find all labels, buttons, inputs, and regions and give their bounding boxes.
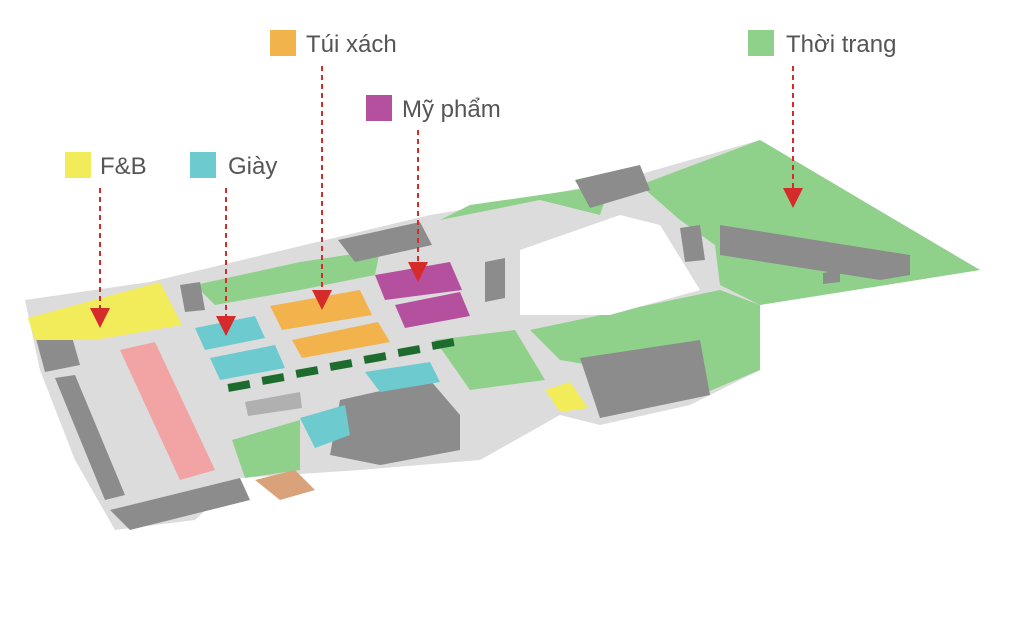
building-8 [35, 330, 80, 372]
legend-swatch-tui-xach [270, 30, 296, 56]
building-3 [720, 225, 910, 280]
zone-fashion-north [440, 185, 610, 220]
zone-shoes-4 [300, 405, 350, 448]
zone-cosmetics-2 [395, 292, 470, 328]
central-atrium [520, 215, 700, 315]
building-4 [680, 225, 705, 262]
building-10 [110, 478, 250, 530]
building-5 [485, 258, 505, 302]
zone-fashion-mid [435, 330, 545, 390]
zone-bags-2 [292, 322, 390, 358]
legend-label-tui-xach: Túi xách [306, 31, 397, 58]
legend-swatch-my-pham [366, 95, 392, 121]
legend-label-thoi-trang: Thời trang [786, 31, 896, 58]
building-12 [245, 392, 302, 416]
building-9 [55, 375, 125, 500]
zone-shoes-3 [365, 362, 440, 392]
walkway-markers [227, 338, 455, 392]
building-1 [338, 222, 432, 262]
building-13 [823, 270, 840, 284]
building-2 [575, 165, 650, 208]
legend-label-giay: Giày [228, 153, 277, 180]
legend-swatch-thoi-trang [748, 30, 774, 56]
building-7 [330, 380, 460, 465]
legend-swatch-giay [190, 152, 216, 178]
restricted-zone [120, 342, 215, 480]
legend-label-fnb: F&B [100, 153, 147, 180]
zone-fnb-small [545, 382, 588, 412]
pointer-arrows [90, 66, 803, 336]
zone-fashion-west [195, 250, 380, 305]
service-zone [255, 470, 315, 500]
zone-bags-1 [270, 290, 372, 330]
zone-shoes-2 [210, 345, 285, 380]
legend-label-my-pham: Mỹ phẩm [402, 96, 501, 123]
legend-swatch-fnb [65, 152, 91, 178]
building-6 [580, 340, 710, 418]
zone-fashion-southwest [232, 420, 300, 478]
building-11 [180, 282, 205, 312]
